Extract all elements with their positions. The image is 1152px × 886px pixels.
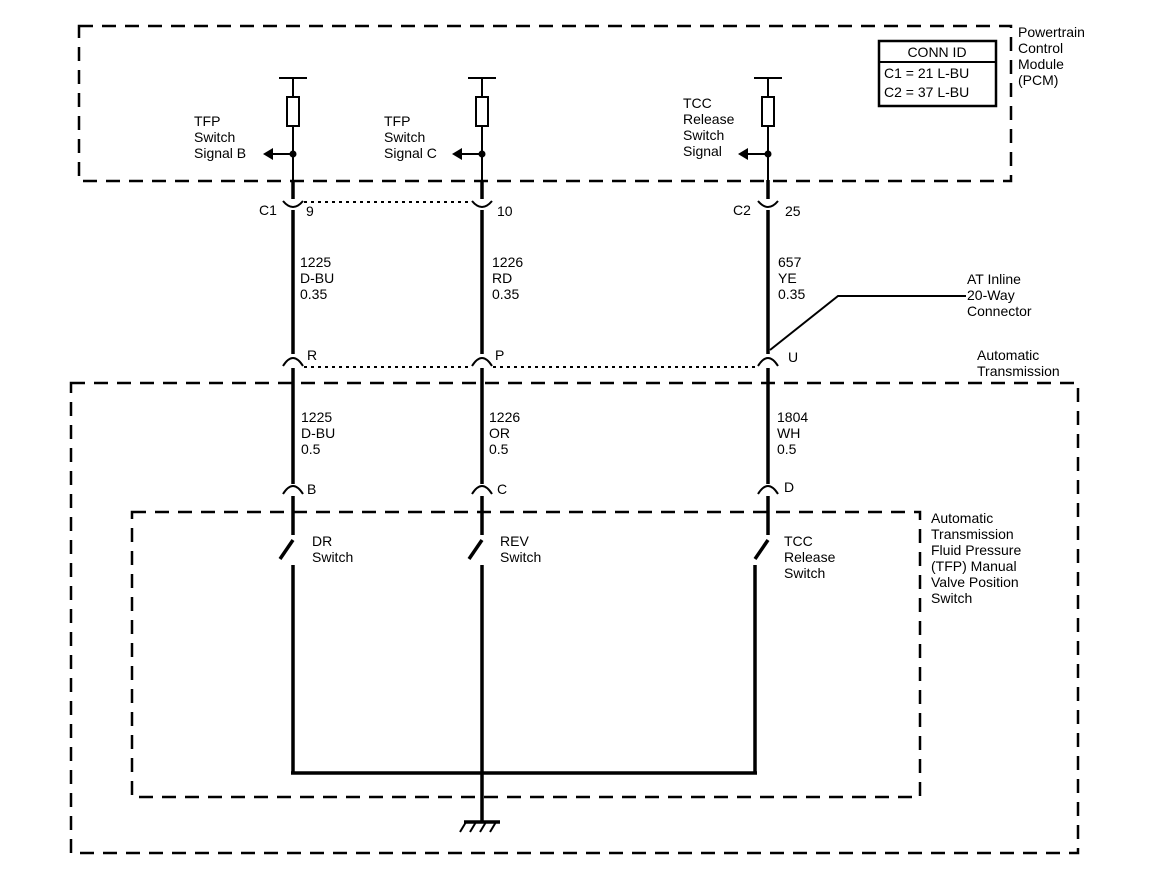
pcm-boundary (77, 24, 1013, 183)
pcm-circuit-1 (263, 77, 307, 180)
inline-connector-label: AT Inline 20-Way Connector (967, 271, 1032, 319)
inline-connector-pin-p (471, 357, 493, 384)
signal-label-tfp-c: TFP Switch Signal C (384, 113, 437, 161)
wire-label-1226-lower: 1226 OR 0.5 (489, 409, 524, 457)
conn-id-row-c2: C2 = 37 L-BU (884, 84, 969, 100)
transmission-boundary (69, 381, 1080, 855)
switch-pin-c: C (497, 481, 507, 497)
dr-switch-label: DR Switch (312, 533, 353, 565)
inline-connector-leader (769, 295, 966, 351)
dr-switch (278, 539, 295, 773)
connector-id-c2: C2 (733, 202, 751, 218)
rev-switch-label: REV Switch (500, 533, 541, 565)
switch-pin-d: D (784, 479, 794, 495)
wire-label-1225-upper: 1225 D-BU 0.35 (300, 254, 338, 302)
pcm-label: Powertrain Control Module (PCM) (1018, 24, 1089, 88)
wire-label-1225-lower: 1225 D-BU 0.5 (301, 409, 339, 457)
inline-pin-p: P (495, 347, 504, 363)
ground-icon (459, 820, 500, 833)
switch-connector-pin-b (282, 485, 304, 535)
wire-label-657-upper: 657 YE 0.35 (778, 254, 805, 302)
pcm-circuit-2 (452, 77, 496, 180)
wire-label-1226-upper: 1226 RD 0.35 (492, 254, 527, 302)
conn-id-header: CONN ID (907, 44, 966, 60)
pin-number-25: 25 (785, 203, 801, 219)
rev-switch (467, 539, 484, 822)
inline-connector-pin-u (757, 357, 779, 384)
pin-number-10: 10 (497, 203, 513, 219)
pcm-connector-pin-9 (282, 180, 304, 208)
tcc-release-switch (753, 539, 770, 773)
switch-connector-pin-c (471, 485, 493, 535)
tcc-release-switch-label: TCC Release Switch (784, 533, 839, 581)
conn-id-table: CONN ID C1 = 21 L-BU C2 = 37 L-BU (877, 39, 998, 108)
signal-label-tfp-b: TFP Switch Signal B (194, 113, 246, 161)
inline-connector-pin-r (282, 357, 304, 384)
transmission-label: Automatic Transmission (977, 347, 1060, 379)
pcm-connector-pin-25 (757, 180, 779, 208)
pcm-circuit-3 (738, 77, 782, 180)
inline-pin-r: R (307, 347, 317, 363)
wire-label-1804-lower: 1804 WH 0.5 (777, 409, 812, 457)
switch-connector-pin-d (757, 485, 779, 535)
signal-label-tcc-release: TCC Release Switch Signal (683, 95, 738, 159)
switch-pin-b: B (307, 481, 316, 497)
tfp-switch-label: Automatic Transmission Fluid Pressure (T… (931, 510, 1025, 606)
inline-pin-u: U (788, 349, 798, 365)
connector-id-c1: C1 (259, 202, 277, 218)
pin-number-9: 9 (306, 203, 314, 219)
pcm-connector-pin-10 (471, 180, 493, 208)
conn-id-row-c1: C1 = 21 L-BU (884, 65, 969, 81)
tfp-switch-boundary (130, 510, 922, 799)
